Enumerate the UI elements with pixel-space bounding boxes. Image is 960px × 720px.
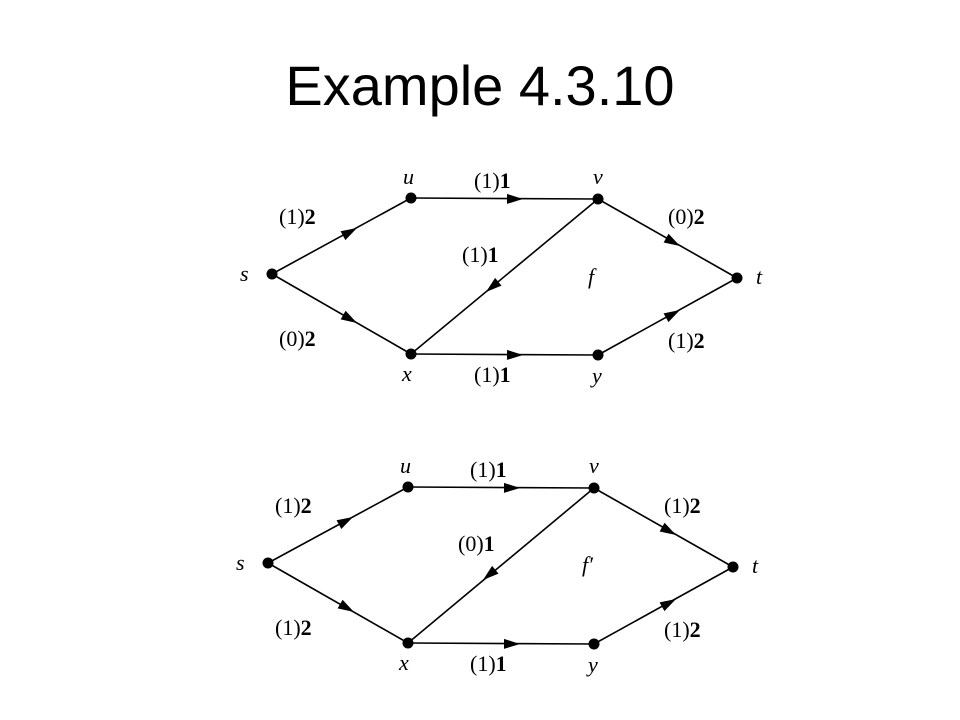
flow-value: (1) xyxy=(279,204,305,229)
edge-label-v-t: (0)2 xyxy=(668,204,705,229)
edge-label-x-y: (1)1 xyxy=(470,651,507,676)
flow-value: (0) xyxy=(668,204,694,229)
node-u xyxy=(402,481,414,493)
node-t xyxy=(731,272,743,284)
capacity-value: 2 xyxy=(305,326,316,351)
edge-label-s-u: (1)2 xyxy=(275,493,312,518)
edge-v-x xyxy=(410,198,599,355)
flow-value: (1) xyxy=(474,168,500,193)
arrowhead-u-v xyxy=(503,482,520,493)
arrowhead-x-y xyxy=(506,349,523,360)
edge-label-s-x: (1)2 xyxy=(275,615,312,640)
flow-name-label: f xyxy=(588,264,597,289)
node-label-s: s xyxy=(240,261,249,286)
edge-label-y-t: (1)2 xyxy=(664,617,701,642)
node-s xyxy=(262,557,274,569)
flow-value: (1) xyxy=(470,457,496,482)
edge-s-u xyxy=(267,486,409,564)
node-label-t: t xyxy=(752,553,759,578)
edge-u-v xyxy=(410,197,599,200)
capacity-value: 2 xyxy=(690,617,701,642)
flow-value: (1) xyxy=(470,651,496,676)
capacity-value: 1 xyxy=(488,242,499,267)
node-label-x: x xyxy=(398,650,409,675)
flow-value: (1) xyxy=(462,242,488,267)
arrowhead-v-t xyxy=(659,522,676,535)
capacity-value: 2 xyxy=(301,493,312,518)
node-label-t: t xyxy=(756,264,763,289)
arrowhead-s-x xyxy=(337,599,354,612)
edge-s-u xyxy=(271,197,412,275)
edge-s-x xyxy=(271,273,412,355)
capacity-value: 1 xyxy=(500,362,511,387)
network-f-prime: s u v t x y f′ (1)2 (1)1 (1)2 (0)1 (1)2 … xyxy=(236,453,759,677)
arrowhead-s-x xyxy=(340,310,357,323)
edge-x-y xyxy=(410,353,599,356)
flow-name-label: f′ xyxy=(582,552,594,577)
node-label-s: s xyxy=(236,550,245,575)
capacity-value: 2 xyxy=(690,493,701,518)
arrowhead-s-u xyxy=(336,517,353,530)
arrowhead-y-t xyxy=(659,599,676,612)
flow-value: (1) xyxy=(275,493,301,518)
arrowhead-x-y xyxy=(503,638,520,649)
node-y xyxy=(588,638,600,650)
capacity-value: 2 xyxy=(694,204,705,229)
flow-value: (1) xyxy=(275,615,301,640)
node-label-u: u xyxy=(400,453,411,478)
capacity-value: 1 xyxy=(484,531,495,556)
edge-label-x-y: (1)1 xyxy=(474,362,511,387)
flow-value: (1) xyxy=(668,328,694,353)
slide-title: Example 4.3.10 xyxy=(285,54,675,117)
node-x xyxy=(402,637,414,649)
node-v xyxy=(588,482,600,494)
edge-s-x xyxy=(267,562,409,644)
node-label-v: v xyxy=(589,453,599,478)
node-u xyxy=(405,192,417,204)
node-label-y: y xyxy=(590,363,602,388)
node-v xyxy=(592,193,604,205)
edge-label-v-t: (1)2 xyxy=(664,493,701,518)
edge-label-u-v: (1)1 xyxy=(470,457,507,482)
capacity-value: 2 xyxy=(694,328,705,353)
edge-label-v-x: (0)1 xyxy=(458,531,495,556)
capacity-value: 2 xyxy=(305,204,316,229)
node-label-v: v xyxy=(593,164,603,189)
flow-value: (1) xyxy=(664,493,690,518)
edge-label-u-v: (1)1 xyxy=(474,168,511,193)
node-t xyxy=(727,561,739,573)
capacity-value: 1 xyxy=(496,457,507,482)
capacity-value: 1 xyxy=(500,168,511,193)
node-y xyxy=(592,349,604,361)
edge-u-v xyxy=(407,486,595,489)
node-label-u: u xyxy=(403,164,414,189)
capacity-value: 2 xyxy=(301,615,312,640)
node-x xyxy=(405,348,417,360)
network-f: s u v t x y f (1)2 (1)1 (0)2 (1)1 (0)2 (… xyxy=(240,164,763,388)
arrowhead-y-t xyxy=(663,310,680,323)
flow-value: (1) xyxy=(474,362,500,387)
node-label-y: y xyxy=(586,652,598,677)
edge-v-x xyxy=(407,487,595,644)
arrowhead-u-v xyxy=(506,193,523,204)
flow-value: (0) xyxy=(279,326,305,351)
arrowhead-v-t xyxy=(663,233,680,246)
edge-x-y xyxy=(407,642,595,645)
arrowhead-v-x xyxy=(486,277,502,292)
node-label-x: x xyxy=(401,361,412,386)
edge-label-y-t: (1)2 xyxy=(668,328,705,353)
edge-label-v-x: (1)1 xyxy=(462,242,499,267)
arrowhead-s-u xyxy=(340,228,357,241)
capacity-value: 1 xyxy=(496,651,507,676)
edge-label-s-u: (1)2 xyxy=(279,204,316,229)
flow-value: (1) xyxy=(664,617,690,642)
node-s xyxy=(266,268,278,280)
arrowhead-v-x xyxy=(483,565,499,580)
edge-label-s-x: (0)2 xyxy=(279,326,316,351)
flow-value: (0) xyxy=(458,531,484,556)
